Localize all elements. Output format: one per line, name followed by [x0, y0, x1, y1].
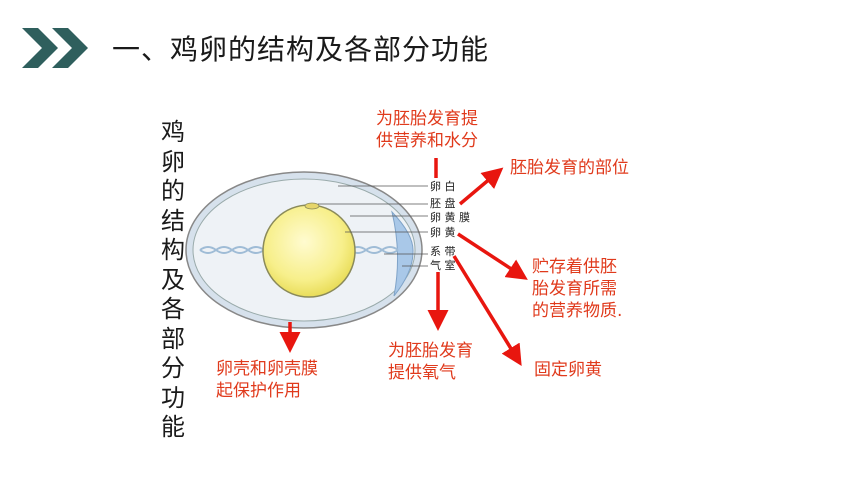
function-air-cell-line-2: 提供氧气: [388, 363, 456, 383]
egg-yolk: [262, 204, 356, 298]
function-shell: 卵壳和卵壳膜 起保护作用: [216, 358, 318, 402]
label-egg-white: 卵 白: [430, 179, 456, 193]
function-shell-line-1: 卵壳和卵壳膜: [216, 359, 318, 379]
function-embryo-disc: 胚胎发育的部位: [510, 158, 629, 178]
header-bar: 一、鸡卵的结构及各部分功能: [0, 0, 860, 80]
function-air-cell: 为胚胎发育 提供氧气: [388, 340, 473, 384]
embryo-disc: [304, 202, 320, 210]
function-yolk-line-3: 的营养物质.: [532, 301, 623, 321]
chevron-right-icon: [22, 28, 88, 68]
function-egg-white-line-2: 供营养和水分: [376, 131, 478, 151]
function-egg-white-line-1: 为胚胎发育提: [376, 109, 478, 129]
arrow-chalaza: [452, 255, 522, 366]
chalaza: [199, 246, 399, 254]
label-yolk-membrane: 卵 黄 膜: [430, 210, 470, 224]
function-air-cell-line-1: 为胚胎发育: [388, 341, 473, 361]
function-yolk-line-2: 胎发育所需: [532, 279, 617, 299]
page-title: 一、鸡卵的结构及各部分功能: [112, 33, 490, 66]
vertical-title: 鸡卵的结构及各部分功能: [161, 118, 185, 441]
label-yolk: 卵 黄: [430, 225, 456, 239]
label-chalaza: 系 带: [430, 245, 456, 258]
arrow-yolk: [457, 232, 528, 280]
function-chalaza: 固定卵黄: [534, 360, 602, 380]
label-air-cell: 气 室: [430, 258, 456, 272]
function-shell-line-2: 起保护作用: [216, 381, 301, 401]
function-yolk-line-1: 贮存着供胚: [532, 257, 617, 277]
function-yolk: 贮存着供胚 胎发育所需 的营养物质.: [532, 256, 622, 322]
function-egg-white: 为胚胎发育提 供营养和水分: [376, 108, 478, 152]
label-embryo-disc: 胚 盘: [430, 196, 456, 210]
arrow-embryo-disc: [458, 167, 504, 206]
